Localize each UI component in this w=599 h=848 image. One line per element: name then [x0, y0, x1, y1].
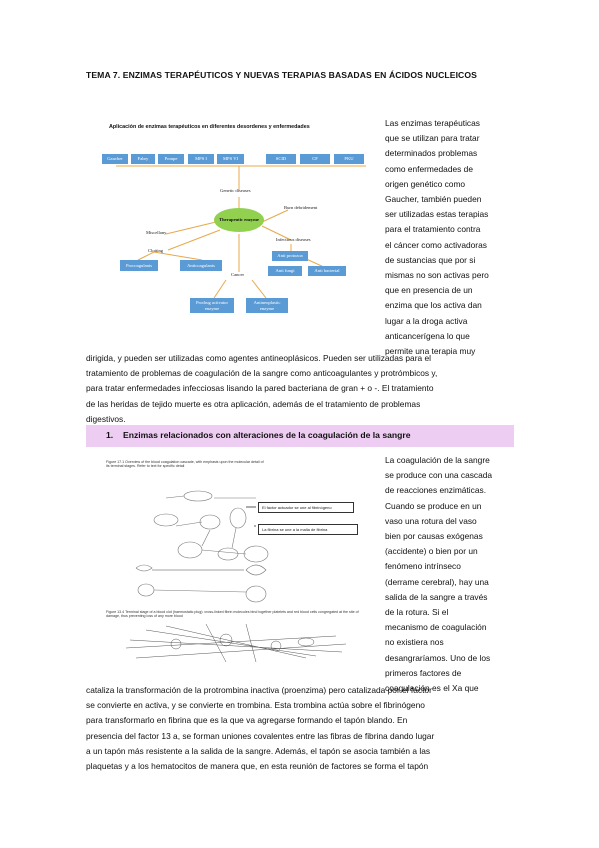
document-title: TEMA 7. ENZIMAS TERAPÉUTICOS Y NUEVAS TE… [86, 70, 477, 80]
text-line: Gaucher, también pueden [385, 194, 482, 205]
label-infectious-diseases: Infectious diseases [276, 237, 311, 242]
text-line: mismas no son activas pero [385, 270, 489, 281]
intro-paragraph: dirigida, y pueden ser utilizadas como a… [86, 351, 518, 427]
text-line: presencia del factor 13 a, se forman uni… [86, 730, 435, 741]
therapeutic-enzyme-diagram: Aplicación de enzimas terapéuticos en di… [96, 122, 382, 322]
text-line: para transformarlo en fibrina que es la … [86, 715, 408, 726]
text-line: enzima que los activa dan [385, 300, 482, 311]
text-line: (derrame cerebral), hay una [385, 576, 489, 587]
text-line: tratamiento de problemas de coagulación … [86, 368, 438, 379]
label-genetic-diseases: Genetic diseases [220, 188, 251, 193]
box-anti-protozoa: Anti protozoa [272, 251, 308, 261]
text-line: para tratar enfermedades infecciosas lis… [86, 383, 434, 394]
text-line: fenómeno intrínseco [385, 561, 461, 572]
text-line: permite una terapia muy [385, 346, 476, 357]
figure-caption-bottom: Figure 13.4 Terminal stage of a blood cl… [106, 610, 359, 619]
text-line: plaquetas y a los hematocitos de manera … [86, 761, 429, 772]
text-line: para el tratamiento contra [385, 224, 481, 235]
label-burn-debridement: Burn debridement [284, 205, 318, 210]
text-line: que en presencia de un [385, 285, 473, 296]
section-heading-1: 1. Enzimas relacionados con alteraciones… [86, 425, 514, 447]
text-line: a un tapón más resistente a la salida de… [86, 745, 431, 756]
box-pku: PKU [334, 154, 364, 164]
box-procoagulants: Procoagulants [120, 260, 158, 271]
text-line: el cáncer como activadoras [385, 239, 487, 250]
text-line: Las enzimas terapéuticas [385, 118, 480, 128]
text-line: lugar a la droga activa [385, 315, 468, 326]
box-antineoplastic: Antineoplastic enzyme [246, 298, 288, 313]
text-line: digestivos. [86, 413, 126, 424]
text-line: cataliza la transformación de la protrom… [86, 685, 432, 695]
box-fabry: Fabry [131, 154, 155, 164]
box-cf: CF [300, 154, 330, 164]
text-line: anticancerígena lo que [385, 330, 470, 341]
text-line: de la rotura. Si el [385, 607, 449, 618]
section-title: Enzimas relacionados con alteraciones de… [123, 430, 411, 440]
text-line: desangraríamos. Uno de los [385, 652, 491, 663]
text-line: (accidente) o bien por un [385, 546, 478, 557]
text-line: Cuando se produce en un [385, 500, 482, 511]
coagulation-side-text: La coagulación de la sangre se produce c… [385, 453, 513, 696]
text-line: primeros factores de [385, 667, 462, 678]
box-pompe: Pompe [158, 154, 184, 164]
text-line: como enfermedades de [385, 163, 473, 174]
label-cancer: Cancer [231, 272, 245, 277]
box-anticoagulants: Anticoagulants [180, 260, 222, 271]
box-prodrug-activator: Prodrug activator enzyme [190, 298, 234, 313]
text-line: dirigida, y pueden ser utilizadas como a… [86, 353, 431, 363]
text-line: se convierte en activa, y se convierte e… [86, 700, 425, 711]
figure-caption-top: Figure 17.1 Overview of the blood coagul… [106, 460, 264, 469]
text-line: bien por causas exógenas [385, 531, 483, 542]
text-line: de las heridas de tejido muerte es otra … [86, 398, 421, 409]
text-line: coagulación es el Xa que [385, 683, 479, 694]
box-mps-vi: MPS VI [217, 154, 244, 164]
text-line: de sustancias que por si [385, 254, 476, 265]
text-line: vaso una rotura del vaso [385, 515, 477, 526]
label-clotting: Clotting [148, 248, 164, 253]
coagulation-cascade-sketch [125, 490, 347, 663]
text-line: que se utilizan para tratar [385, 133, 480, 144]
text-line: determinados problemas [385, 148, 478, 159]
box-mps-i: MPS I [188, 154, 214, 164]
box-anti-fungi: Anti fungi [268, 266, 302, 276]
text-line: se produce con una cascada [385, 470, 493, 481]
callout-fibrin-mesh: La fibrina se une a la malla de fibrina [258, 524, 358, 535]
text-line: ser utilizadas estas terapias [385, 209, 489, 220]
label-miscellany: Miscellany [146, 230, 167, 235]
text-line: salida de la sangre a través [385, 591, 488, 602]
coagulation-figure: Figure 17.1 Overview of the blood coagul… [106, 458, 374, 676]
intro-side-text: Las enzimas terapéuticas que se utilizan… [385, 116, 513, 359]
box-anti-bacterial: Anti bacterial [308, 266, 346, 276]
coagulation-paragraph: cataliza la transformación de la protrom… [86, 683, 518, 774]
center-therapeutic-enzyme: Therapeutic enzyme [214, 208, 264, 232]
box-scid: SCID [266, 154, 296, 164]
section-number: 1. [106, 430, 114, 440]
box-gaucher: Gaucher [102, 154, 128, 164]
callout-fibrinogen: El factor actuador se une al fibrinógeno [258, 502, 354, 513]
diagram-title: Aplicación de enzimas terapéuticos en di… [109, 124, 310, 130]
text-line: de reacciones enzimáticas. [385, 485, 487, 496]
text-line: origen genético como [385, 178, 466, 189]
text-line: mecanismo de coagulación [385, 622, 487, 633]
text-line: La coagulación de la sangre [385, 455, 490, 465]
text-line: no existiera nos [385, 637, 444, 648]
